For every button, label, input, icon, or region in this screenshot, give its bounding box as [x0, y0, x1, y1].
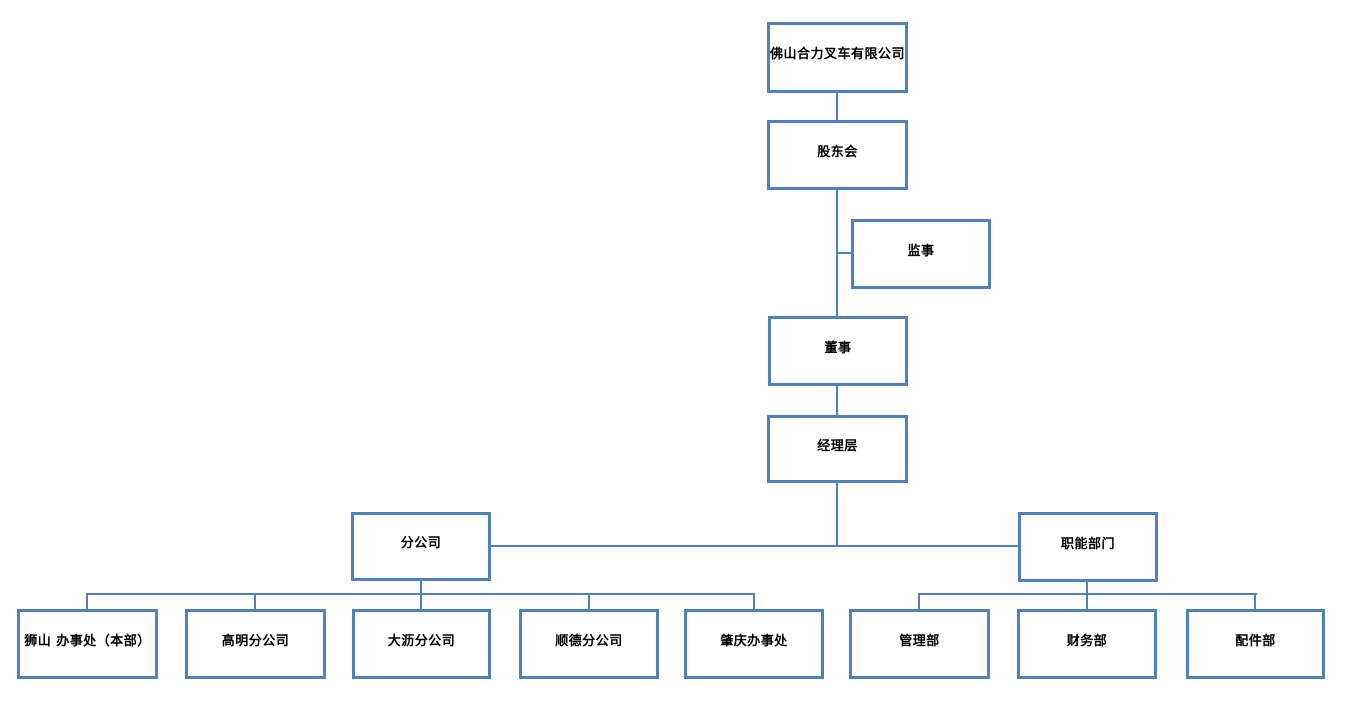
- org-node-shareholders: 股东会: [767, 120, 908, 190]
- connector-stub-caiwubu: [1086, 595, 1088, 609]
- org-node-shunde-branch: 顺德分公司: [519, 609, 659, 679]
- org-node-zhaoqing-office-label: 肇庆办事处: [720, 633, 788, 649]
- org-node-dali-branch-label: 大沥分公司: [387, 633, 456, 649]
- connector-company-shareholders: [836, 93, 838, 120]
- connector-management-drop: [836, 483, 838, 545]
- org-node-director-label: 董事: [824, 340, 852, 356]
- org-node-finance-dept-label: 财务部: [1066, 633, 1108, 649]
- connector-stub-dali: [420, 595, 422, 609]
- org-node-gaoming-branch-label: 高明分公司: [221, 633, 290, 649]
- org-node-management-label: 经理层: [817, 438, 858, 454]
- connector-shareholders-director: [836, 190, 838, 316]
- org-node-management: 经理层: [767, 415, 908, 483]
- org-node-branch-group: 分公司: [351, 512, 491, 581]
- org-node-functional-group: 职能部门: [1018, 512, 1158, 582]
- org-node-zhaoqing-office: 肇庆办事处: [684, 609, 824, 679]
- org-node-supervisor: 监事: [851, 219, 991, 289]
- connector-stub-gaoming: [254, 595, 256, 609]
- org-node-director: 董事: [768, 316, 908, 386]
- connector-departments-rail: [918, 593, 1257, 595]
- org-node-parts-dept-label: 配件部: [1235, 633, 1276, 649]
- connector-branch-group-drop: [420, 581, 422, 594]
- connector-supervisor-stub: [838, 252, 851, 254]
- org-node-gaoming-branch: 高明分公司: [185, 609, 326, 679]
- connector-stub-shishan: [86, 595, 88, 609]
- org-node-shunde-branch-label: 顺德分公司: [555, 633, 623, 649]
- org-node-dali-branch: 大沥分公司: [352, 609, 491, 679]
- org-node-branch-group-label: 分公司: [400, 536, 442, 551]
- org-node-company: 佛山合力叉车有限公司: [767, 22, 908, 93]
- org-node-company-label: 佛山合力叉车有限公司: [770, 47, 906, 62]
- connector-stub-guanlibu: [918, 595, 920, 609]
- org-node-shareholders-label: 股东会: [817, 144, 858, 160]
- org-node-supervisor-label: 监事: [907, 243, 935, 259]
- org-node-management-dept-label: 管理部: [899, 633, 940, 649]
- org-node-parts-dept: 配件部: [1186, 609, 1325, 679]
- connector-stub-peijianbu: [1254, 595, 1256, 609]
- org-node-shishan-office-label: 狮山 办事处（本部）: [24, 633, 151, 649]
- connector-stub-zhaoqing: [753, 595, 755, 609]
- org-node-functional-group-label: 职能部门: [1060, 536, 1115, 552]
- connector-branches-rail: [86, 593, 755, 595]
- connector-main-rail: [491, 545, 1018, 547]
- connector-stub-shunde: [588, 595, 590, 609]
- org-node-finance-dept: 财务部: [1017, 609, 1157, 679]
- org-node-management-dept: 管理部: [849, 609, 990, 679]
- connector-director-management: [836, 386, 838, 415]
- connector-functional-group-drop: [1086, 582, 1088, 593]
- org-node-shishan-office: 狮山 办事处（本部）: [17, 609, 158, 679]
